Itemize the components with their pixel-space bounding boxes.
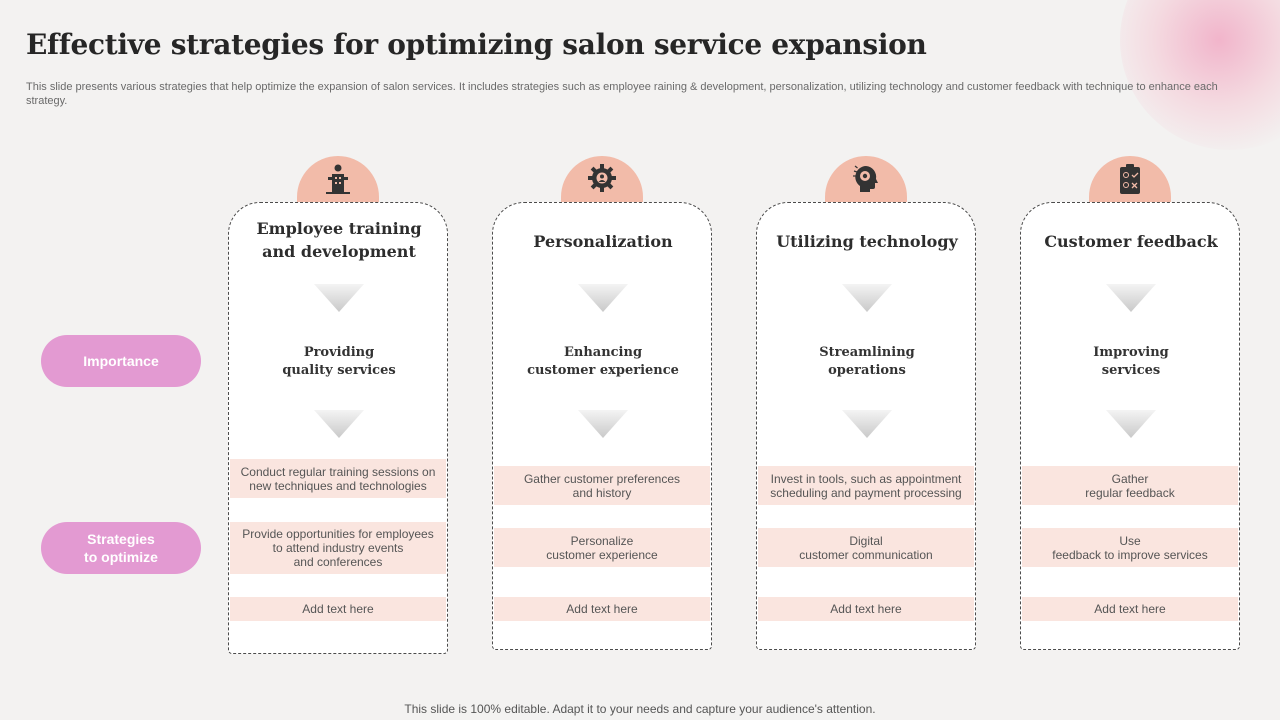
importance-text: Improving services <box>1093 345 1169 378</box>
chevron-down-icon <box>842 410 892 438</box>
strategy-item: Add text here <box>1022 597 1238 621</box>
strategy-item: Gather customer preferences and history <box>494 466 710 505</box>
gear-icon-bubble <box>561 156 643 206</box>
chevron-down-icon <box>314 410 364 438</box>
strategies-label: Strategies to optimize <box>41 522 201 574</box>
chevron-down-icon <box>314 284 364 312</box>
strategy-item: Add text here <box>230 597 446 621</box>
decorative-blob <box>1120 0 1280 150</box>
importance-text: Enhancing customer experience <box>527 345 679 378</box>
chevron-down-icon <box>578 284 628 312</box>
page-subtitle: This slide presents various strategies t… <box>26 81 1218 107</box>
chevron-down-icon <box>842 284 892 312</box>
strategy-item: Gather regular feedback <box>1022 466 1238 505</box>
card-heading: Employee training and development <box>256 219 422 261</box>
strategy-item: Digital customer communication <box>758 528 974 567</box>
importance-label: Importance <box>41 335 201 387</box>
brain-gear-icon-bubble <box>825 156 907 206</box>
chevron-down-icon <box>1106 410 1156 438</box>
strategy-card: Utilizing technology Streamlining operat… <box>756 202 976 650</box>
importance-text: Streamlining operations <box>819 345 915 378</box>
gear-icon <box>588 164 616 192</box>
strategies-label-text: Strategies to optimize <box>84 531 158 565</box>
importance-text: Providing quality services <box>282 345 396 378</box>
strategy-item: Add text here <box>494 597 710 621</box>
strategy-item: Invest in tools, such as appointment sch… <box>758 466 974 505</box>
strategy-item: Personalize customer experience <box>494 528 710 567</box>
strategy-item: Use feedback to improve services <box>1022 528 1238 567</box>
training-icon-bubble <box>297 156 379 206</box>
training-icon <box>326 164 350 194</box>
card-heading: Customer feedback <box>1044 232 1218 251</box>
feedback-clipboard-icon <box>1120 164 1140 194</box>
strategy-item: Add text here <box>758 597 974 621</box>
strategy-item: Provide opportunities for employees to a… <box>230 522 446 574</box>
strategy-card: Personalization Enhancing customer exper… <box>492 202 712 650</box>
card-heading: Utilizing technology <box>776 232 958 251</box>
strategy-card: Customer feedback Improving services Gat… <box>1020 202 1240 650</box>
importance-label-text: Importance <box>83 353 159 369</box>
page-title: Effective strategies for optimizing salo… <box>26 28 927 61</box>
chevron-down-icon <box>578 410 628 438</box>
brain-gear-icon <box>853 165 878 192</box>
footer-note: This slide is 100% editable. Adapt it to… <box>404 702 876 716</box>
feedback-clipboard-icon-bubble <box>1089 156 1171 206</box>
strategy-item: Conduct regular training sessions on new… <box>230 459 446 498</box>
chevron-down-icon <box>1106 284 1156 312</box>
strategy-card: Employee training and development Provid… <box>228 202 448 654</box>
card-heading: Personalization <box>533 232 673 251</box>
